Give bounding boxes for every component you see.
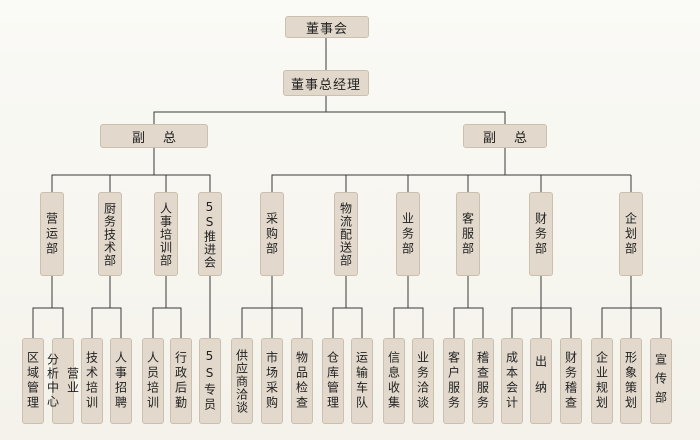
leaf-business-negotiation: 业务洽谈 <box>412 338 434 424</box>
leaf-cost-accounting: 成本会计 <box>501 338 523 424</box>
connector <box>152 276 182 338</box>
leaf-regional-management: 区域管理 <box>22 338 44 424</box>
leaf-financial-audit: 财务稽查 <box>560 338 582 424</box>
leaf-5s-specialist: 5S专员 <box>199 338 221 424</box>
leaf-corporate-planning: 企业规划 <box>591 338 613 424</box>
dept-logistics: 物流配送部 <box>334 192 358 276</box>
connector <box>601 276 662 338</box>
leaf-business-analysis-center: 营业 分析中心 <box>46 338 80 424</box>
leaf-business-analysis-center-col2: 分析中心 <box>45 353 60 409</box>
connector <box>271 148 632 192</box>
connector <box>91 276 122 338</box>
leaf-transport-fleet: 运输车队 <box>351 338 373 424</box>
connector <box>153 96 506 124</box>
connector <box>453 276 484 338</box>
connector <box>51 148 211 192</box>
leaf-warehouse-management: 仓库管理 <box>322 338 344 424</box>
dept-purchasing: 采购部 <box>260 192 284 276</box>
dept-kitchen-tech: 厨务技术部 <box>98 192 122 276</box>
leaf-goods-inspection: 物品检查 <box>291 338 313 424</box>
leaf-client-service: 客户服务 <box>443 338 465 424</box>
board-box: 董事会 <box>285 16 369 38</box>
vice-president-left-box: 副总 <box>100 124 208 148</box>
leaf-image-planning: 形象策划 <box>620 338 642 424</box>
leaf-admin-logistics: 行政后勤 <box>170 338 192 424</box>
connector <box>32 276 64 338</box>
dept-hr-training: 人事培训部 <box>154 192 178 276</box>
connector <box>393 276 424 338</box>
leaf-cashier: 出纳 <box>530 338 552 424</box>
dept-operations: 营运部 <box>40 192 64 276</box>
leaf-supplier-negotiation: 供应商洽谈 <box>231 338 253 424</box>
connector <box>241 276 303 338</box>
general-manager-box: 董事总经理 <box>283 70 369 96</box>
connector <box>511 276 572 338</box>
leaf-staff-training: 人员培训 <box>142 338 164 424</box>
dept-5s-committee: 5S推进会 <box>198 192 222 276</box>
dept-customer-service: 客服部 <box>456 192 480 276</box>
dept-finance: 财务部 <box>529 192 553 276</box>
leaf-technical-training: 技术培训 <box>81 338 103 424</box>
dept-business: 业务部 <box>396 192 420 276</box>
leaf-publicity-dept: 宣传部 <box>650 338 672 424</box>
leaf-market-purchasing: 市场采购 <box>261 338 283 424</box>
leaf-recruitment: 人事招聘 <box>110 338 132 424</box>
leaf-information-collection: 信息收集 <box>383 338 405 424</box>
leaf-business-analysis-center-col1: 营业 <box>65 367 80 395</box>
dept-planning: 企划部 <box>619 192 643 276</box>
connector <box>332 276 363 338</box>
vice-president-right-box: 副总 <box>463 124 547 148</box>
leaf-audit-service: 稽查服务 <box>472 338 494 424</box>
